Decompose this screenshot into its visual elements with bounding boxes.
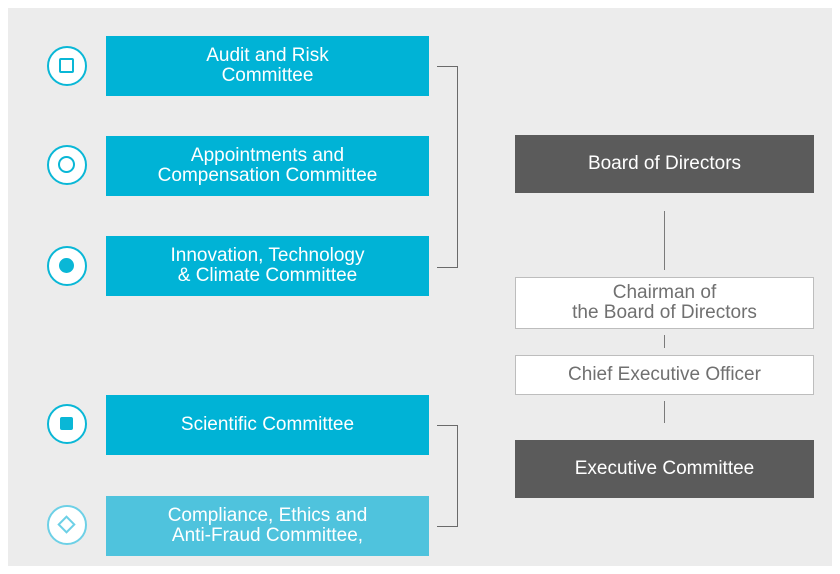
filled-circle-icon <box>47 246 87 286</box>
connector-line <box>664 211 666 270</box>
upper-committees-bracket <box>437 66 458 268</box>
executive-committee-box: Executive Committee <box>515 440 814 498</box>
committee-box: Audit and Risk Committee <box>106 36 429 96</box>
committee-box: Appointments and Compensation Committee <box>106 136 429 196</box>
connector-line <box>664 401 666 423</box>
board-of-directors-box: Board of Directors <box>515 135 814 193</box>
circle-outline-icon <box>47 145 87 185</box>
committee-box: Scientific Committee <box>106 395 429 455</box>
diamond-outline-icon <box>47 505 87 545</box>
committee-box: Compliance, Ethics and Anti-Fraud Commit… <box>106 496 429 556</box>
committee-box: Innovation, Technology & Climate Committ… <box>106 236 429 296</box>
filled-square-icon <box>47 404 87 444</box>
square-outline-icon <box>47 46 87 86</box>
lower-committees-bracket <box>437 425 458 527</box>
connector-line <box>664 335 666 348</box>
ceo-box: Chief Executive Officer <box>515 355 814 395</box>
chairman-box: Chairman of the Board of Directors <box>515 277 814 329</box>
